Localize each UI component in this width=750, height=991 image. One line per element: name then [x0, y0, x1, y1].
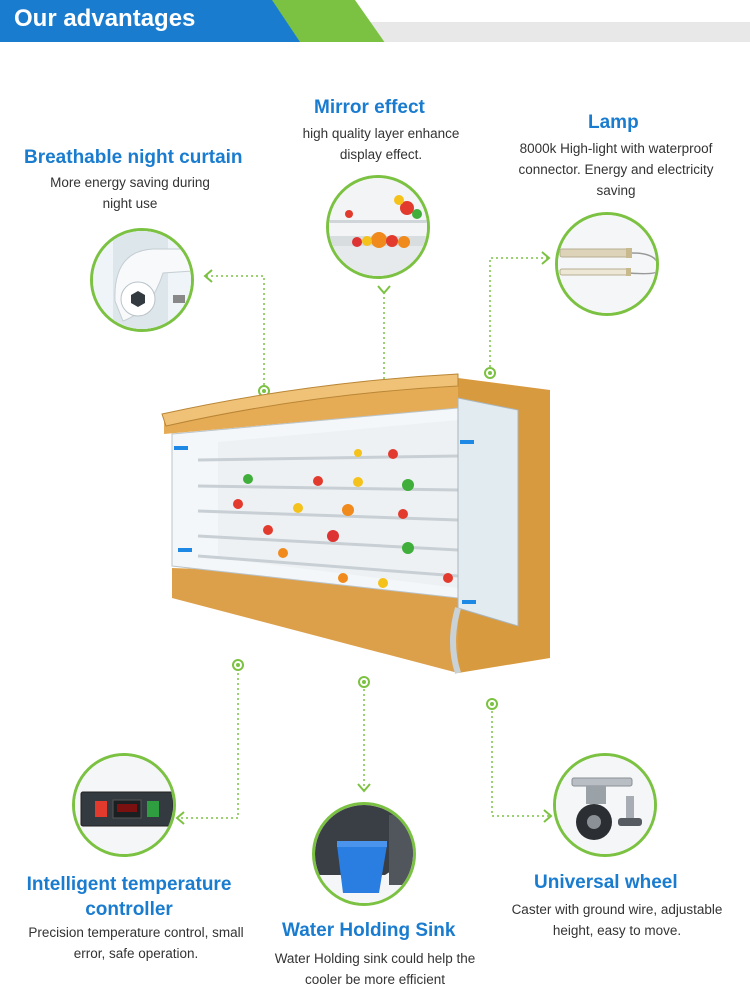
page-title: Our advantages	[14, 5, 196, 32]
controller-image	[72, 753, 176, 857]
mirror-title: Mirror effect	[314, 97, 425, 118]
wheel-desc: Caster with ground wire, adjustable heig…	[511, 902, 723, 938]
curtain-image	[90, 228, 194, 332]
mirror-desc: high quality layer enhance display effec…	[302, 126, 460, 162]
sink-image	[312, 802, 416, 906]
display-cabinet-image	[161, 373, 550, 674]
lamp-desc: 8000k High-light with waterproof connect…	[518, 141, 714, 198]
mirror-image	[326, 175, 430, 279]
header-blue-band	[0, 0, 300, 42]
lamp-title: Lamp	[588, 112, 639, 133]
controller-title: Intelligent temperature controller	[26, 874, 232, 920]
sink-desc: Water Holding sink could help the cooler…	[274, 951, 476, 987]
curtain-desc: More energy saving during night use	[50, 175, 210, 211]
controller-desc: Precision temperature control, small err…	[28, 925, 244, 961]
wheel-image	[553, 753, 657, 857]
sink-title: Water Holding Sink	[282, 920, 456, 941]
curtain-title: Breathable night curtain	[24, 147, 243, 168]
lamp-image	[555, 212, 659, 316]
wheel-title: Universal wheel	[534, 872, 678, 893]
